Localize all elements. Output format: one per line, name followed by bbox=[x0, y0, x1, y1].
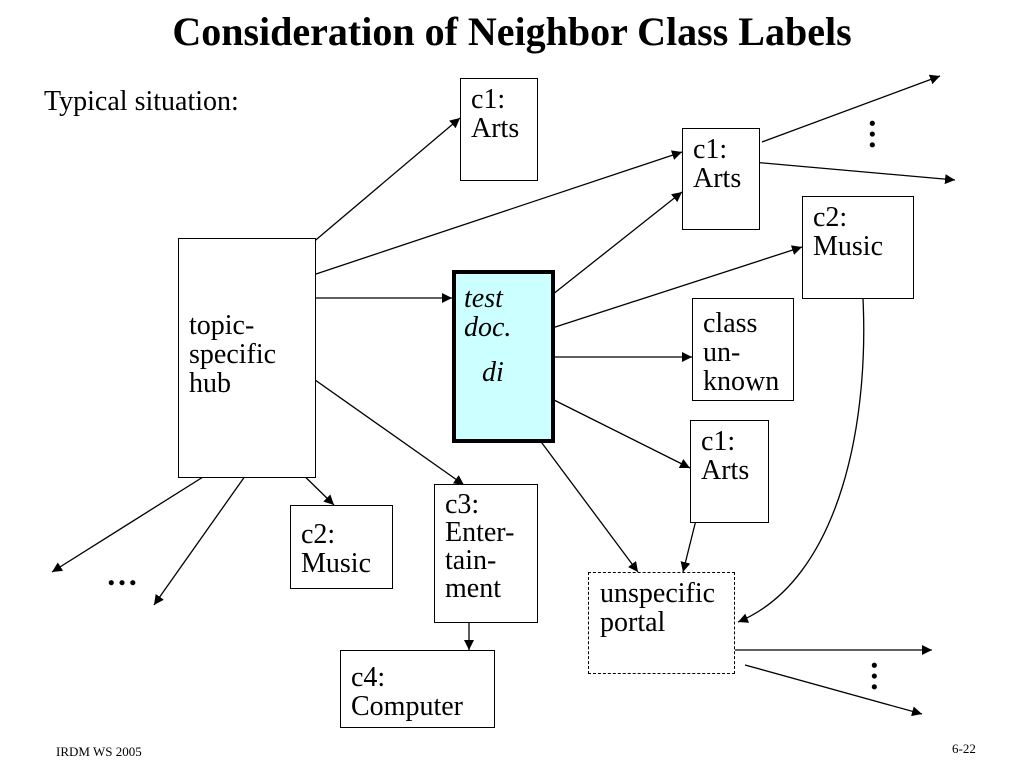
node-c1-top: c1: Arts bbox=[460, 78, 538, 181]
edge-hub-out-down bbox=[153, 461, 256, 606]
node-label: unspecific bbox=[600, 578, 716, 609]
node-topic-specific-hub: topic- specific hub bbox=[178, 238, 316, 478]
edge-portal-out-2 bbox=[744, 664, 923, 717]
edge-c1-right-out-2 bbox=[751, 161, 956, 185]
node-label: hub bbox=[189, 368, 231, 399]
edge-hub-to-c1-top bbox=[297, 117, 461, 256]
edge-test-to-portal bbox=[529, 426, 639, 573]
node-label: c1: bbox=[693, 134, 728, 165]
subtitle: Typical situation: bbox=[44, 86, 239, 117]
node-label: di bbox=[482, 357, 504, 388]
node-c2-music-right: c2: Music bbox=[802, 196, 914, 299]
node-class-unknown: class un- known bbox=[692, 298, 794, 401]
edge-hub-to-c3 bbox=[307, 374, 465, 486]
node-label: Music bbox=[301, 548, 371, 579]
node-unspecific-portal: unspecific portal bbox=[588, 572, 735, 674]
node-c3-entertainment: c3: Enter- tain- ment bbox=[434, 484, 538, 623]
node-test-doc: test doc. di bbox=[452, 270, 555, 443]
footer-page-number: 6-22 bbox=[952, 741, 976, 756]
node-label: topic- bbox=[189, 310, 255, 341]
node-label: c3: bbox=[445, 489, 480, 520]
slide-title: Consideration of Neighbor Class Labels bbox=[172, 9, 852, 54]
node-c1-lower: c1: Arts bbox=[690, 420, 769, 523]
node-label: Music bbox=[813, 231, 883, 262]
node-c1-right: c1: Arts bbox=[682, 128, 760, 230]
node-label: test bbox=[464, 283, 503, 314]
node-label: c2: bbox=[301, 519, 336, 550]
edge-c2-right-to-portal bbox=[737, 281, 865, 623]
node-label: portal bbox=[600, 607, 666, 638]
edge-c1-right-out-1 bbox=[761, 74, 941, 143]
edge-test-to-c1-lower bbox=[545, 395, 691, 469]
node-label: tain- bbox=[445, 545, 497, 576]
node-label: Arts bbox=[471, 113, 520, 144]
node-label: Arts bbox=[701, 455, 750, 486]
ellipsis-bottom-left: … bbox=[106, 556, 138, 592]
node-label: doc. bbox=[464, 312, 512, 343]
node-label: Enter- bbox=[445, 517, 515, 548]
edge-test-to-c2-right bbox=[545, 245, 803, 331]
node-label: c1: bbox=[471, 84, 506, 115]
ellipsis-top-right: … bbox=[863, 118, 899, 150]
node-c4-computer: c4: Computer bbox=[340, 650, 495, 728]
edge-hub-to-c1-right bbox=[297, 150, 683, 281]
footer-course: IRDM WS 2005 bbox=[56, 744, 142, 759]
node-label: c2: bbox=[813, 202, 848, 233]
node-label: c1: bbox=[701, 426, 736, 457]
node-label: Computer bbox=[351, 691, 463, 722]
node-label: class bbox=[703, 308, 758, 339]
node-label: Arts bbox=[693, 163, 742, 194]
edge-test-to-c1-right bbox=[537, 191, 683, 307]
edge-hub-out-left bbox=[51, 459, 231, 573]
node-label: known bbox=[703, 366, 780, 397]
node-c2-music-left: c2: Music bbox=[290, 505, 393, 589]
node-label: specific bbox=[189, 339, 277, 370]
ellipsis-bottom-right: … bbox=[865, 660, 901, 692]
node-label: c4: bbox=[351, 662, 386, 693]
node-label: ment bbox=[445, 573, 501, 604]
node-label: un- bbox=[703, 337, 741, 368]
